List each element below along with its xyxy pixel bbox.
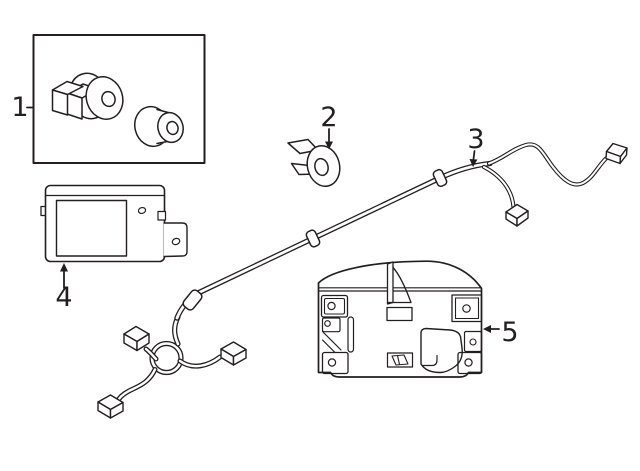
harness-lead-drop	[481, 164, 516, 210]
harness-collar-clip	[182, 289, 203, 311]
callout-1[interactable]: 1	[11, 92, 35, 123]
callout-3-number[interactable]: 3	[467, 124, 484, 155]
harness-connector	[97, 394, 124, 419]
bracket-cable-guide	[420, 327, 463, 374]
bracket-hole	[327, 358, 337, 367]
harness-collar-clip	[305, 229, 321, 248]
clip-hole	[314, 157, 329, 177]
callout-3-leader-line	[472, 150, 476, 160]
bracket-rib	[347, 316, 355, 353]
bracket-hole	[327, 301, 336, 311]
bracket-hole	[464, 358, 473, 367]
callout-4[interactable]: 4	[55, 263, 73, 313]
bracket-center-tab	[386, 261, 394, 305]
module-label-area	[55, 199, 128, 257]
harness-connector	[220, 341, 247, 366]
bracket-plate	[321, 351, 349, 375]
callout-5[interactable]: 5	[483, 317, 519, 348]
module-bracket-hole	[171, 237, 181, 246]
bracket-plate	[451, 294, 483, 323]
callout-4-arrow-up-icon	[60, 263, 68, 272]
bracket-hole	[469, 338, 477, 346]
bracket-hole	[324, 320, 331, 327]
part-4-control-module: 4	[40, 184, 188, 313]
part-2-retainer-clip: 2	[287, 102, 341, 188]
callout-4-number[interactable]: 4	[55, 282, 72, 313]
callout-2-arrow-down-icon	[325, 141, 333, 150]
bracket-top-flange-line	[317, 287, 483, 292]
bracket-plate	[320, 294, 349, 318]
harness-connector	[123, 325, 150, 352]
parking-sensor-illustration	[51, 72, 124, 120]
bracket-center-tab-fold	[386, 266, 412, 304]
callout-3[interactable]: 3	[467, 124, 485, 167]
callout-5-number[interactable]: 5	[501, 317, 518, 348]
harness-branch-c	[115, 367, 158, 404]
harness-connector	[605, 142, 628, 165]
retainer-grommet-illustration	[134, 105, 184, 148]
harness-connector	[505, 203, 529, 227]
bracket-clip-detail	[386, 352, 414, 368]
harness-collar-clip	[432, 168, 448, 188]
bracket-center-slot	[386, 306, 413, 322]
bracket-plate	[463, 330, 483, 353]
part-3-wire-harness: 3	[97, 124, 628, 419]
part-5-mounting-bracket: 5	[317, 260, 519, 378]
module-hole	[137, 206, 147, 215]
bracket-hole	[462, 304, 471, 313]
callout-3-arrow-down-icon	[469, 159, 478, 167]
callout-2[interactable]: 2	[320, 102, 338, 150]
part-1-sensor-retainer-kit: 1	[11, 34, 206, 164]
callout-1-number[interactable]: 1	[11, 92, 28, 123]
bracket-fold-lines	[321, 330, 342, 353]
callout-2-number[interactable]: 2	[320, 102, 337, 133]
bracket-corner-flap	[422, 354, 438, 367]
callout-5-arrow-left-icon	[483, 325, 491, 333]
module-right-notch	[157, 210, 167, 221]
bracket-plate	[321, 317, 341, 333]
bracket-plate	[457, 351, 483, 375]
